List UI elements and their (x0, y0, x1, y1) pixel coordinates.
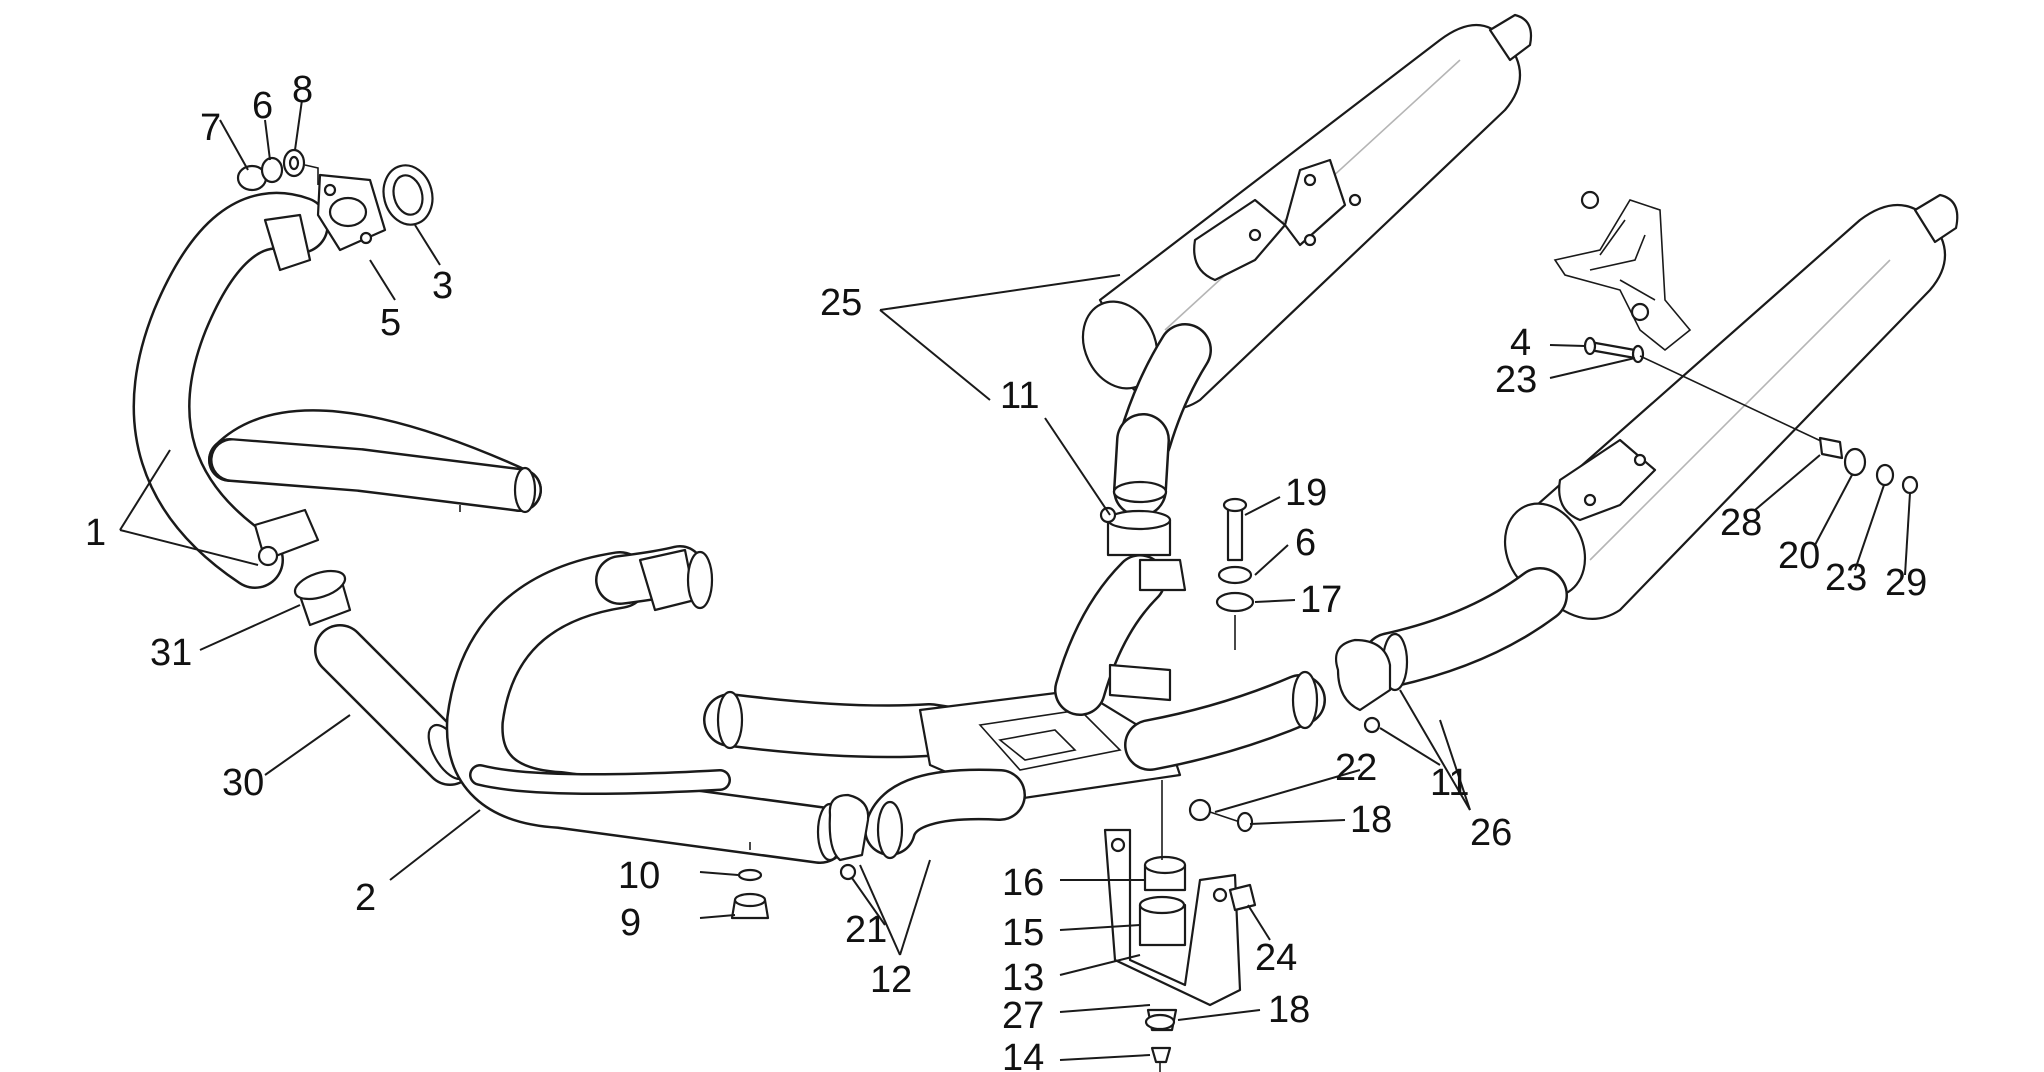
callout-14: 14 (1002, 1037, 1044, 1072)
callout-13: 13 (1002, 957, 1044, 999)
muffler-bracket-hardware (1583, 336, 1919, 495)
mount-bracket (1103, 828, 1242, 1007)
header-nut-washer (730, 868, 770, 920)
connector-sleeve (293, 569, 352, 627)
callout-11-a: 11 (1000, 375, 1039, 417)
callout-17: 17 (1300, 579, 1342, 621)
callout-21: 21 (845, 909, 887, 951)
callout-27: 27 (1002, 995, 1044, 1037)
clamp-right (1334, 638, 1392, 734)
connecting-pipe (314, 624, 476, 786)
callout-10: 10 (618, 855, 660, 897)
callout-6-a: 6 (252, 85, 273, 127)
clamp-lower (828, 793, 870, 881)
callout-23-a: 23 (1495, 359, 1537, 401)
callout-2: 2 (355, 877, 376, 919)
callout-6-b: 6 (1295, 522, 1316, 564)
callout-24: 24 (1255, 937, 1297, 979)
right-muffler-bracket (1553, 190, 1692, 352)
callout-31: 31 (150, 632, 192, 674)
clamp-upper (1099, 506, 1172, 557)
callout-8: 8 (292, 69, 313, 111)
callout-20: 20 (1778, 535, 1820, 577)
bracket-side-nut (1228, 883, 1257, 912)
callout-26: 26 (1470, 812, 1512, 854)
callout-1: 1 (85, 512, 106, 554)
crossover-bolt-stack (1215, 497, 1255, 650)
rubber-mount-lower (1138, 895, 1187, 947)
callout-19: 19 (1285, 472, 1327, 514)
callout-25: 25 (820, 282, 862, 324)
callout-28: 28 (1720, 502, 1762, 544)
callout-labels: 7 6 8 3 5 1 31 30 2 10 9 21 12 25 11 19 … (85, 69, 1927, 1072)
right-muffler-inlet-pipe (1362, 567, 1568, 692)
left-muffler (1081, 13, 1533, 410)
callout-9: 9 (620, 902, 641, 944)
bracket-bolt-washer (1188, 798, 1254, 833)
rubber-mount-upper (1143, 855, 1187, 892)
callout-18-a: 18 (1350, 799, 1392, 841)
crossover-pipe (703, 554, 1326, 860)
callout-12: 12 (870, 959, 912, 1001)
header-pipe-upper (132, 191, 542, 589)
nut-washer-stack (236, 148, 319, 192)
callout-30: 30 (222, 762, 264, 804)
callout-3: 3 (432, 265, 453, 307)
callout-7: 7 (200, 107, 221, 149)
callout-4: 4 (1510, 322, 1531, 364)
callout-11-b: 11 (1430, 762, 1469, 804)
callout-29: 29 (1885, 562, 1927, 604)
callout-22: 22 (1335, 747, 1377, 789)
mount-bolt-washer-stack (1144, 780, 1178, 1072)
callout-23-b: 23 (1825, 557, 1867, 599)
callout-18-b: 18 (1268, 989, 1310, 1031)
header-pipe-lower (445, 545, 849, 864)
header-flange (316, 173, 387, 252)
leader-lines (119, 99, 1911, 1061)
left-muffler-inlet-pipe (1112, 323, 1212, 517)
callout-16: 16 (1002, 862, 1044, 904)
callout-5: 5 (380, 302, 401, 344)
flange-gasket (382, 164, 434, 226)
callout-15: 15 (1002, 912, 1044, 954)
